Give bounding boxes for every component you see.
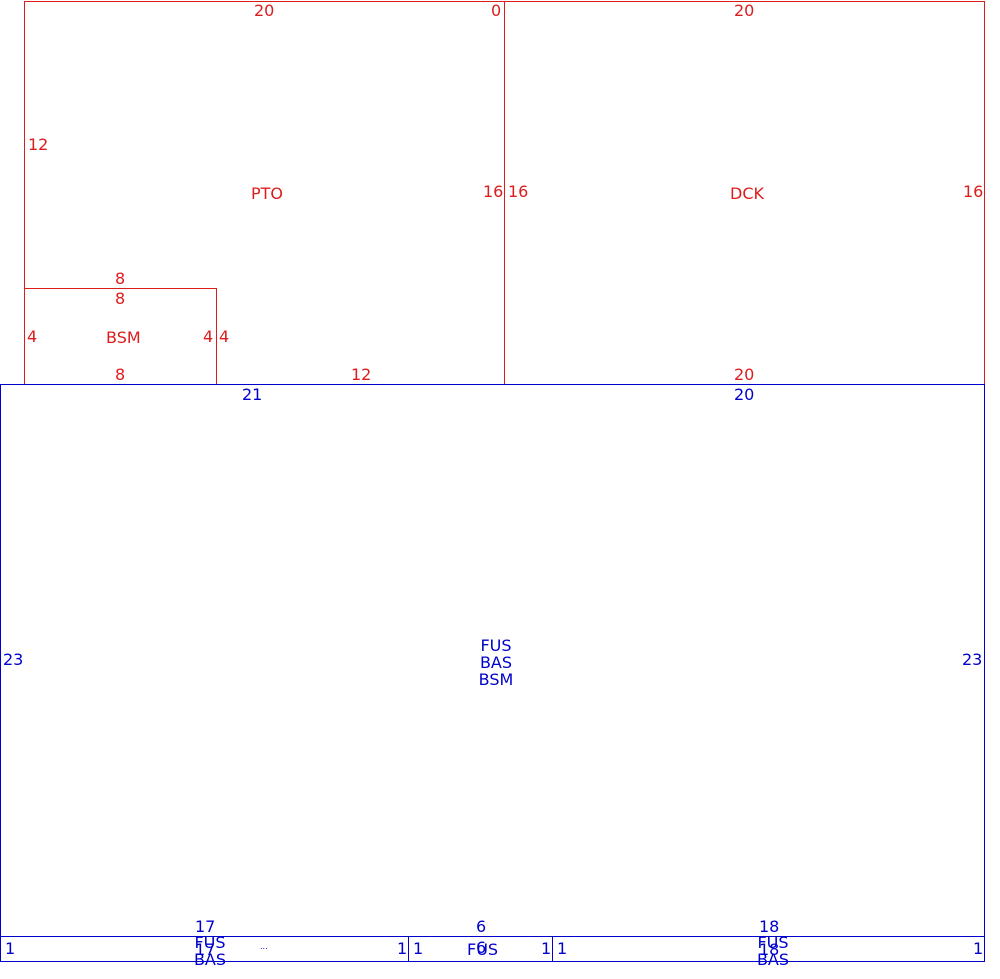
strip-b-right-value: 1 <box>541 939 552 958</box>
strip-c-names: FUS BAS <box>743 934 803 968</box>
main-right-value: 23 <box>962 650 983 669</box>
strip-c-overlap-value: 18 <box>759 940 780 959</box>
dck-right-value: 16 <box>963 182 984 201</box>
strip-a-names: FUS BAS <box>180 934 240 968</box>
strip-a-left-value: 1 <box>5 939 16 958</box>
bsm-upper-name: BSM <box>106 328 141 347</box>
bsm-upper-left-value: 4 <box>27 327 38 346</box>
pto-bottom-value: 12 <box>351 365 372 384</box>
bsm-upper-top-value: 8 <box>115 289 126 308</box>
strip-c-left-value: 1 <box>557 939 568 958</box>
main-top-right-value: 20 <box>734 385 755 404</box>
strip-b-top-value: 6 <box>476 917 487 936</box>
dck-top-value: 20 <box>734 1 755 20</box>
strip-a-name-1: FUS <box>194 933 226 952</box>
pto-top-value: 20 <box>254 1 275 20</box>
strip-a-ellipsis: ... <box>260 942 268 951</box>
main-top-left-value: 21 <box>242 385 263 404</box>
strip-a-name-2: BAS <box>193 950 227 969</box>
bsm-upper-right-value: 4 <box>203 327 214 346</box>
strip-c-name-2: BAS <box>756 950 790 969</box>
bsm-upper-bottom-value: 8 <box>115 365 126 384</box>
main-name-1: FUS <box>480 636 512 655</box>
room-strip-c <box>552 936 985 962</box>
bsm-upper-right-outer-value: 4 <box>219 327 230 346</box>
dck-bottom-value: 20 <box>734 365 755 384</box>
pto-name: PTO <box>251 184 284 203</box>
main-name-2: BAS <box>479 653 513 672</box>
main-name-3: BSM <box>478 670 514 689</box>
main-left-value: 23 <box>3 650 24 669</box>
strip-b-overlap-value: 6 <box>476 938 487 957</box>
main-room-names: FUS BAS BSM <box>466 637 526 688</box>
strip-b-name: FUS <box>467 940 499 959</box>
dck-left-value: 16 <box>508 182 529 201</box>
strip-a-overlap-value: 17 <box>195 940 216 959</box>
strip-a-top-value: 17 <box>195 917 216 936</box>
strip-a-right-value: 1 <box>397 939 408 958</box>
strip-b-left-value: 1 <box>413 939 424 958</box>
pto-corner-value: 0 <box>491 1 502 20</box>
strip-c-right-value: 1 <box>973 939 984 958</box>
pto-left-value: 12 <box>28 135 49 154</box>
bsm-upper-top-outer-value: 8 <box>115 269 126 288</box>
dck-name: DCK <box>730 184 764 203</box>
pto-right-value: 16 <box>483 182 504 201</box>
strip-c-top-value: 18 <box>759 917 780 936</box>
strip-c-name-1: FUS <box>757 933 789 952</box>
